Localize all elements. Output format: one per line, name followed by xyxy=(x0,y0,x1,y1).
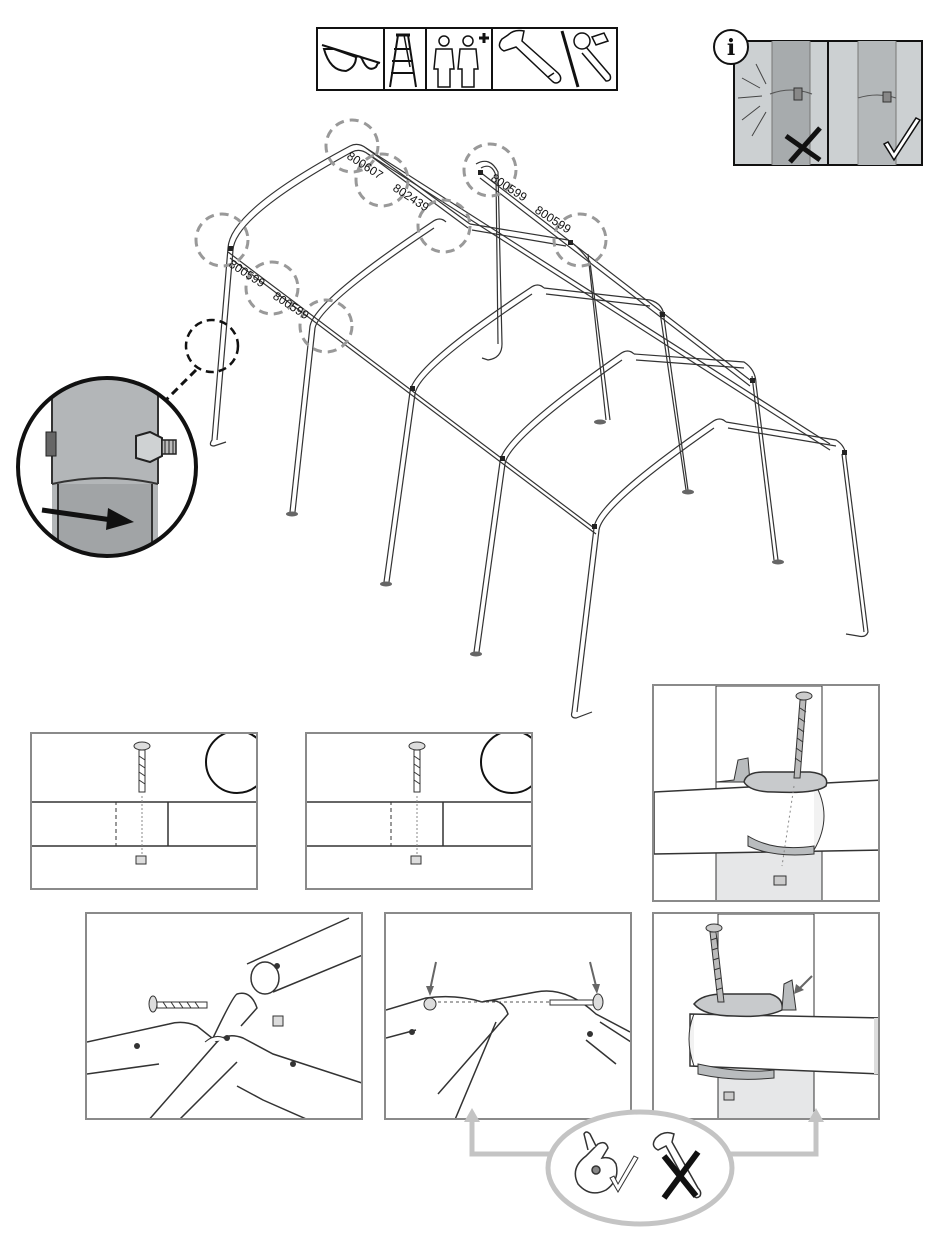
bolt-icon xyxy=(149,996,207,1012)
step-circle xyxy=(206,734,258,793)
joint-section-panel-2 xyxy=(305,732,533,890)
part-number-label: 800607 xyxy=(344,149,385,183)
part-number-label: 800599 xyxy=(532,203,573,237)
info-icon: i xyxy=(714,30,748,64)
hand-tighten-note xyxy=(460,1104,840,1232)
joint-section-panel-1 xyxy=(30,732,258,890)
leg-detail-magnifier xyxy=(12,372,202,562)
part-number-label: 800599 xyxy=(270,289,311,323)
ridge-joint-panel-exploded xyxy=(85,912,363,1120)
step-circle xyxy=(481,734,533,793)
ridge-joint-panel-assembled xyxy=(384,912,632,1120)
clamp-detail-panel-bottom xyxy=(652,912,880,1120)
nut-icon xyxy=(411,856,421,864)
clamp-detail-panel-top xyxy=(652,684,880,902)
bolt-icon xyxy=(409,742,425,792)
bolt-icon xyxy=(134,742,150,792)
pointer-arrow-icon xyxy=(426,962,600,996)
nut-icon xyxy=(136,856,146,864)
nut-icon xyxy=(724,1092,734,1100)
nut-icon xyxy=(273,1016,283,1026)
svg-text:i: i xyxy=(727,35,735,61)
bolt-icon xyxy=(550,994,603,1010)
tools-strip xyxy=(316,27,618,91)
nut-icon xyxy=(774,876,786,885)
part-number-label: 800599 xyxy=(488,171,529,205)
